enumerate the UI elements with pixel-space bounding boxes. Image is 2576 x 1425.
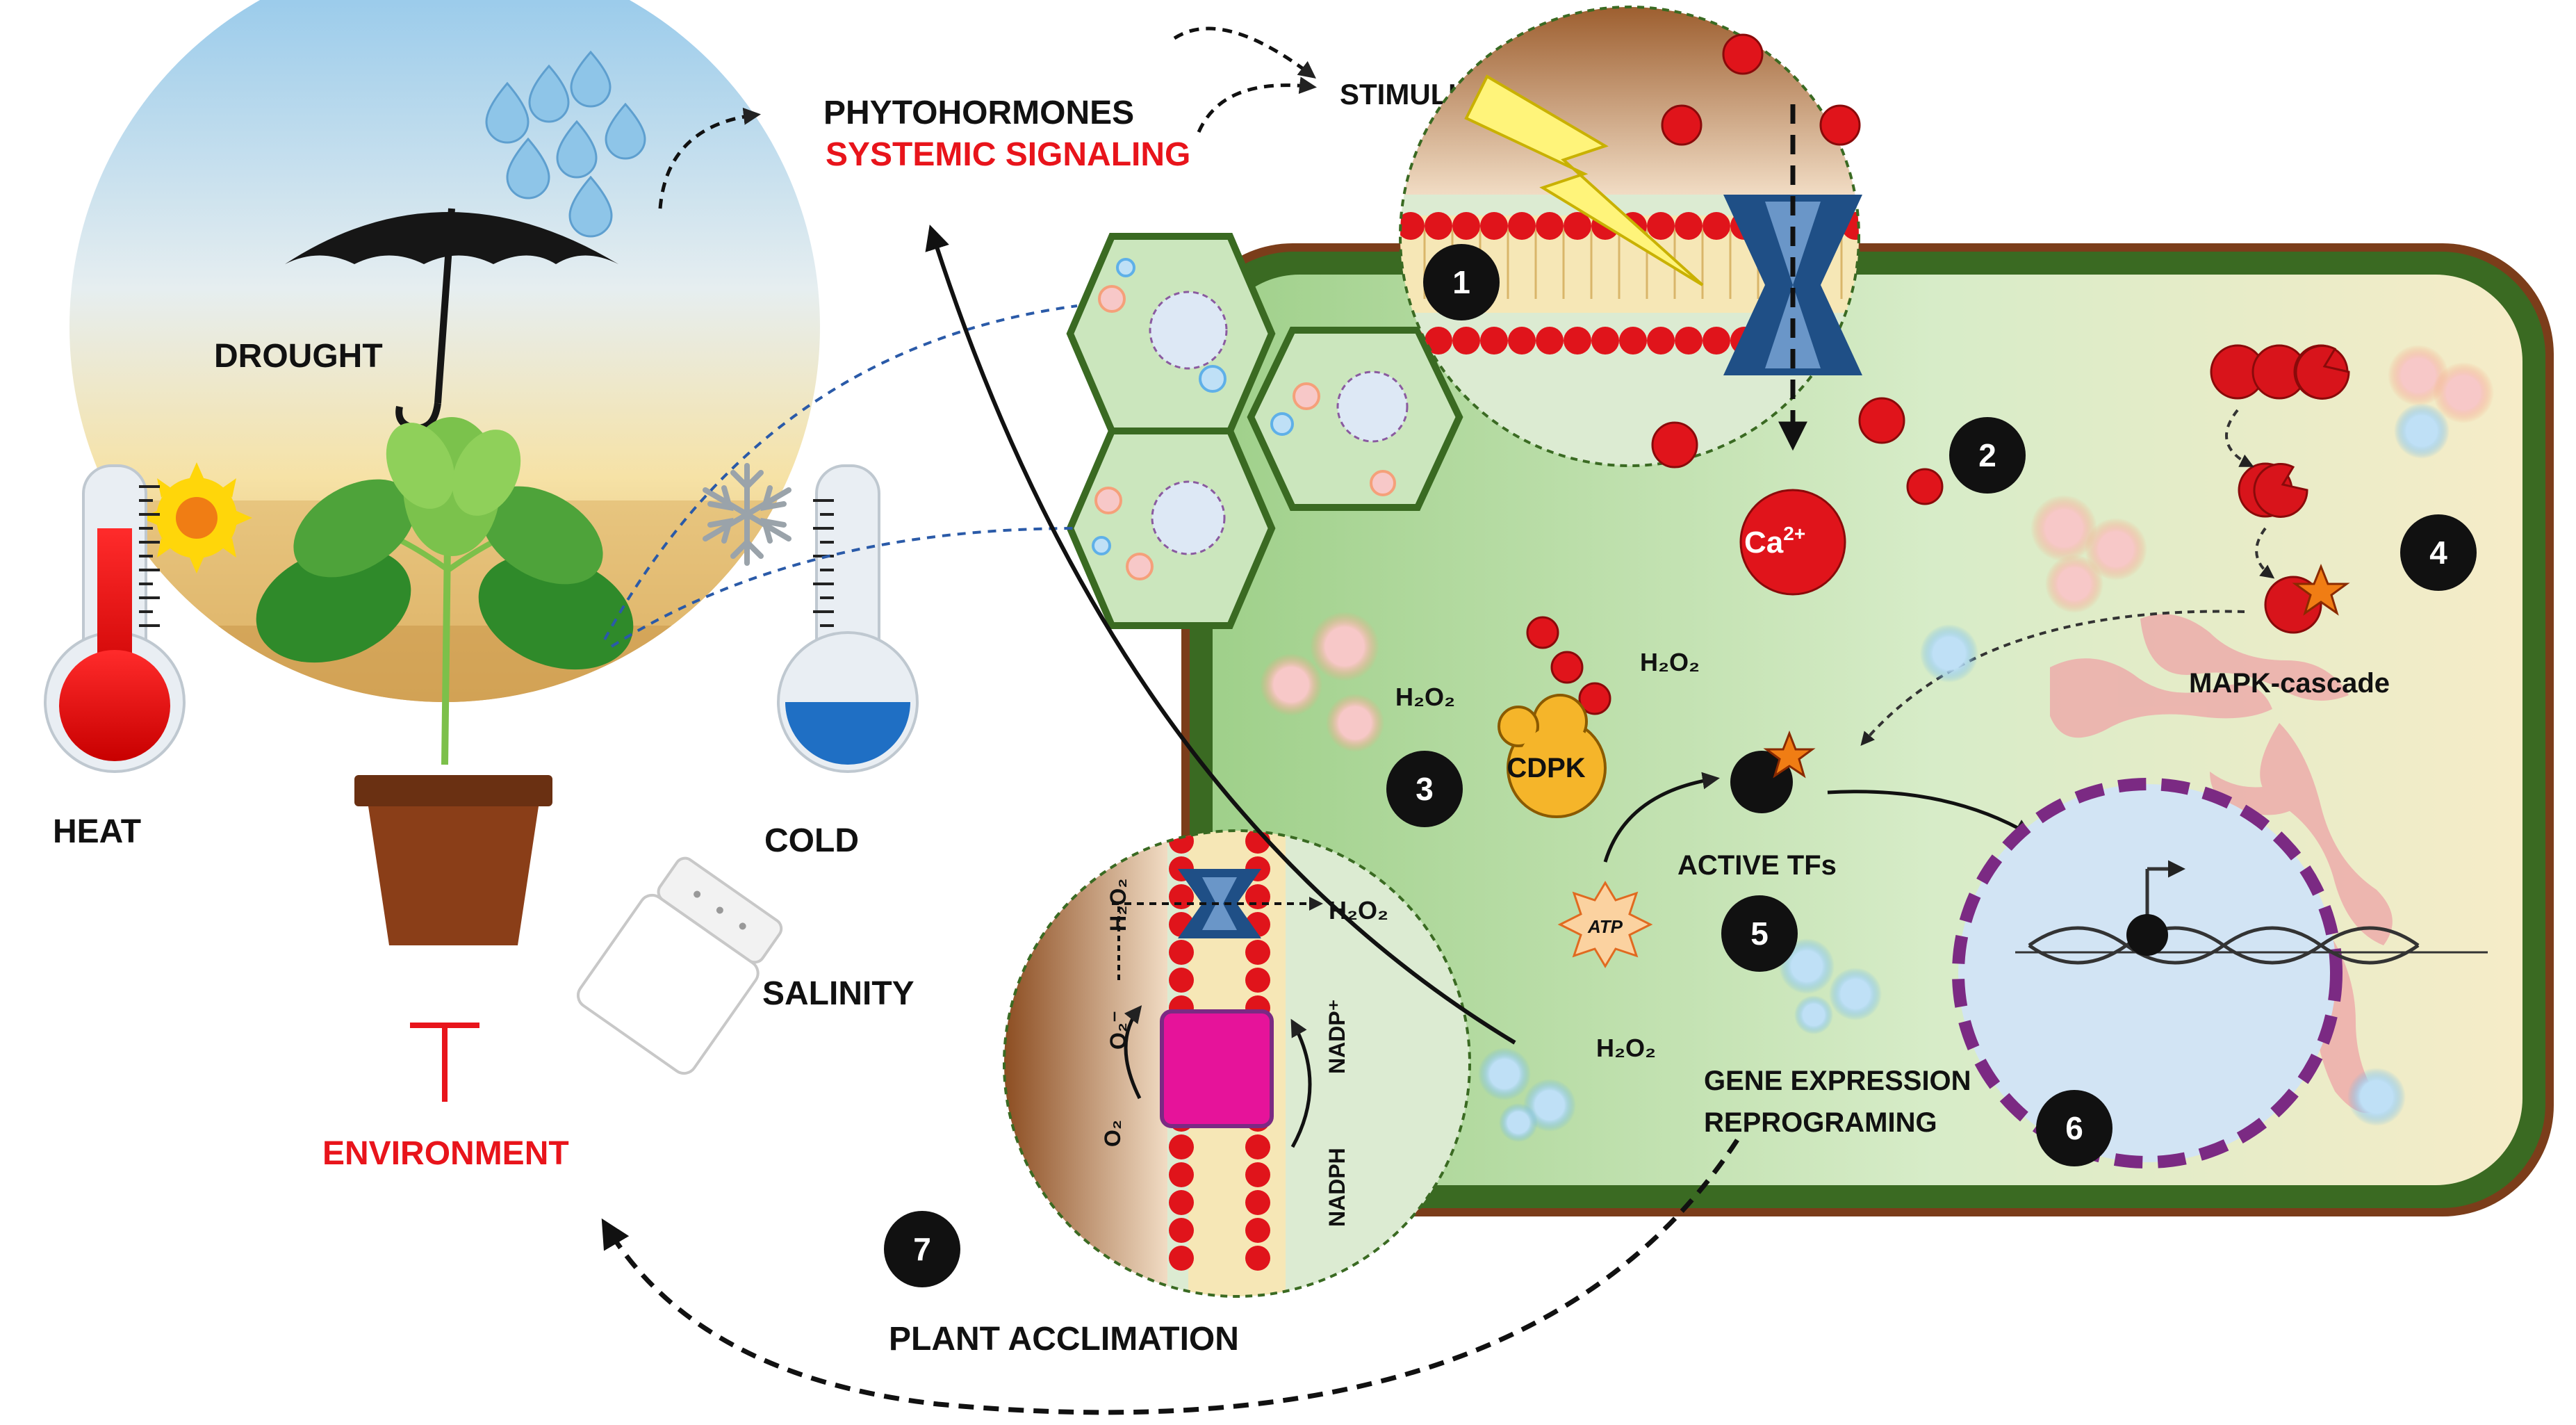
- environment-label: ENVIRONMENT: [322, 1135, 569, 1172]
- calcium-channel: [1723, 195, 1862, 375]
- o2-radical-label: O₂⁻: [1106, 1011, 1131, 1050]
- step-badge-7: 7: [884, 1211, 960, 1287]
- acclimation-arrow: [601, 1139, 1739, 1415]
- nucleus: [1952, 778, 2343, 1168]
- star-icon: [2292, 563, 2350, 616]
- h2o2-label-left: H₂O₂: [1395, 683, 1455, 711]
- cdpk-icon: [1498, 694, 1607, 818]
- tf-arrows: [1603, 772, 2033, 863]
- drought-label: DROUGHT: [214, 338, 383, 375]
- calcium-ions: [1526, 33, 1944, 715]
- active-tfs-label: ACTIVE TFs: [1677, 850, 1837, 881]
- salinity-label: SALINITY: [762, 975, 914, 1012]
- rain-drops-icon: [485, 50, 646, 238]
- atp-label: ATP: [1587, 916, 1623, 937]
- h2o2-label-bottom: H₂O₂: [1596, 1034, 1656, 1062]
- lightning-icon: [1464, 74, 1704, 286]
- svg-text:3: 3: [1416, 771, 1434, 807]
- h2o2-label-top: H₂O₂: [1640, 648, 1700, 676]
- atp-burst-icon: [1557, 881, 1653, 968]
- heat-label: HEAT: [53, 813, 141, 850]
- inhibition-symbol: [410, 1023, 479, 1102]
- svg-text:6: 6: [2065, 1110, 2083, 1146]
- dna-icon: [2015, 860, 2488, 965]
- vacuoles: [1149, 291, 1409, 555]
- systemic-signaling-arrow: [925, 225, 1516, 1045]
- ros-vesicles: [1260, 345, 2494, 1142]
- mapk-label: MAPK-cascade: [2189, 668, 2390, 699]
- h2o2-label-nox-in: H₂O₂: [1106, 879, 1131, 931]
- phytohormones-label: PHYTOHORMONES: [823, 95, 1134, 131]
- step-badge-6: 6: [2036, 1090, 2113, 1166]
- plant-acclimation-label: PLANT ACCLIMATION: [889, 1321, 1239, 1358]
- calcium-inside-label: Ca2+: [1744, 523, 1805, 560]
- tissue-vesicles: [1092, 258, 1396, 580]
- svg-text:1: 1: [1452, 264, 1470, 300]
- cdpk-label: CDPK: [1507, 753, 1585, 783]
- svg-text:5: 5: [1750, 915, 1769, 952]
- zoom-lines: [603, 304, 1078, 648]
- nox-zoom: [1003, 829, 1471, 1298]
- step-badge-3: 3: [1386, 751, 1463, 827]
- nadp-label: NADP⁺: [1324, 999, 1349, 1074]
- salt-shaker-icon: [576, 856, 783, 1075]
- calcium-top-label: Ca2+: [1911, 142, 1972, 179]
- snowflake-icon: [703, 463, 791, 566]
- star-icon: [1763, 730, 1816, 779]
- step-badge-4: 4: [2400, 514, 2477, 591]
- nadph-label: NADPH: [1324, 1148, 1349, 1227]
- thermometer-hot-icon: [44, 464, 186, 773]
- step-badge-1: 1: [1423, 244, 1500, 320]
- umbrella-icon: [285, 208, 618, 432]
- systemic-signaling-label: SYSTEMIC SIGNALING: [826, 136, 1190, 173]
- cold-label: COLD: [764, 822, 859, 859]
- tf-bound-dna-icon: [2126, 914, 2168, 956]
- sun-icon: [141, 462, 252, 573]
- svg-text:7: 7: [913, 1231, 931, 1267]
- o2-label: O₂: [1100, 1120, 1125, 1147]
- thermometer-cold-icon: [777, 464, 919, 773]
- plant-pot-icon: [256, 417, 634, 945]
- svg-text:4: 4: [2429, 535, 2447, 571]
- mapk-arrows: [1860, 409, 2275, 747]
- gene-expression-label: GENE EXPRESSION: [1704, 1066, 1971, 1096]
- signaling-arrows: [658, 26, 1317, 209]
- svg-text:2: 2: [1978, 437, 1996, 473]
- step-badge-2: 2: [1949, 417, 2026, 494]
- reprograming-label: REPROGRAMING: [1704, 1107, 1937, 1138]
- step-badge-5: 5: [1721, 895, 1798, 972]
